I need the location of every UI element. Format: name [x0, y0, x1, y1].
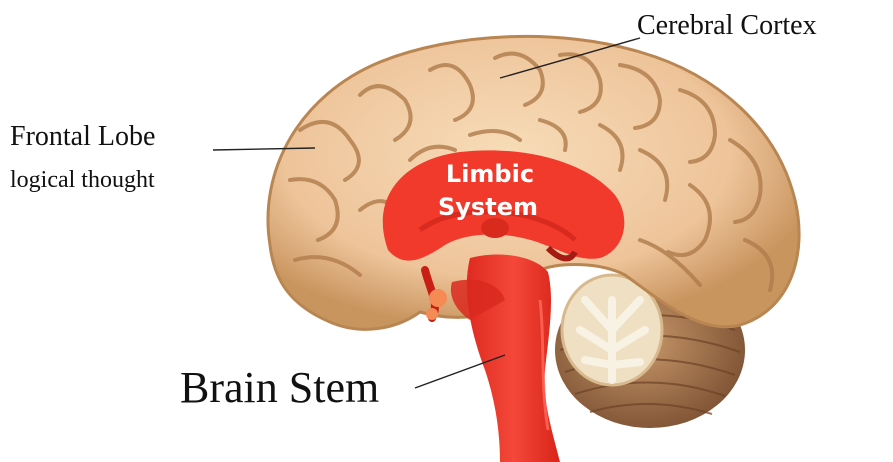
- limbic-label-line2: System: [438, 193, 538, 221]
- brain-stem-label: Brain Stem: [180, 363, 379, 412]
- frontal-lobe-sublabel: logical thought: [10, 167, 155, 193]
- brain-stem: [451, 254, 560, 462]
- limbic-label-line1: Limbic: [446, 160, 534, 188]
- cerebral-cortex-label: Cerebral Cortex: [637, 10, 817, 41]
- frontal-lobe-label: Frontal Lobe: [10, 121, 155, 152]
